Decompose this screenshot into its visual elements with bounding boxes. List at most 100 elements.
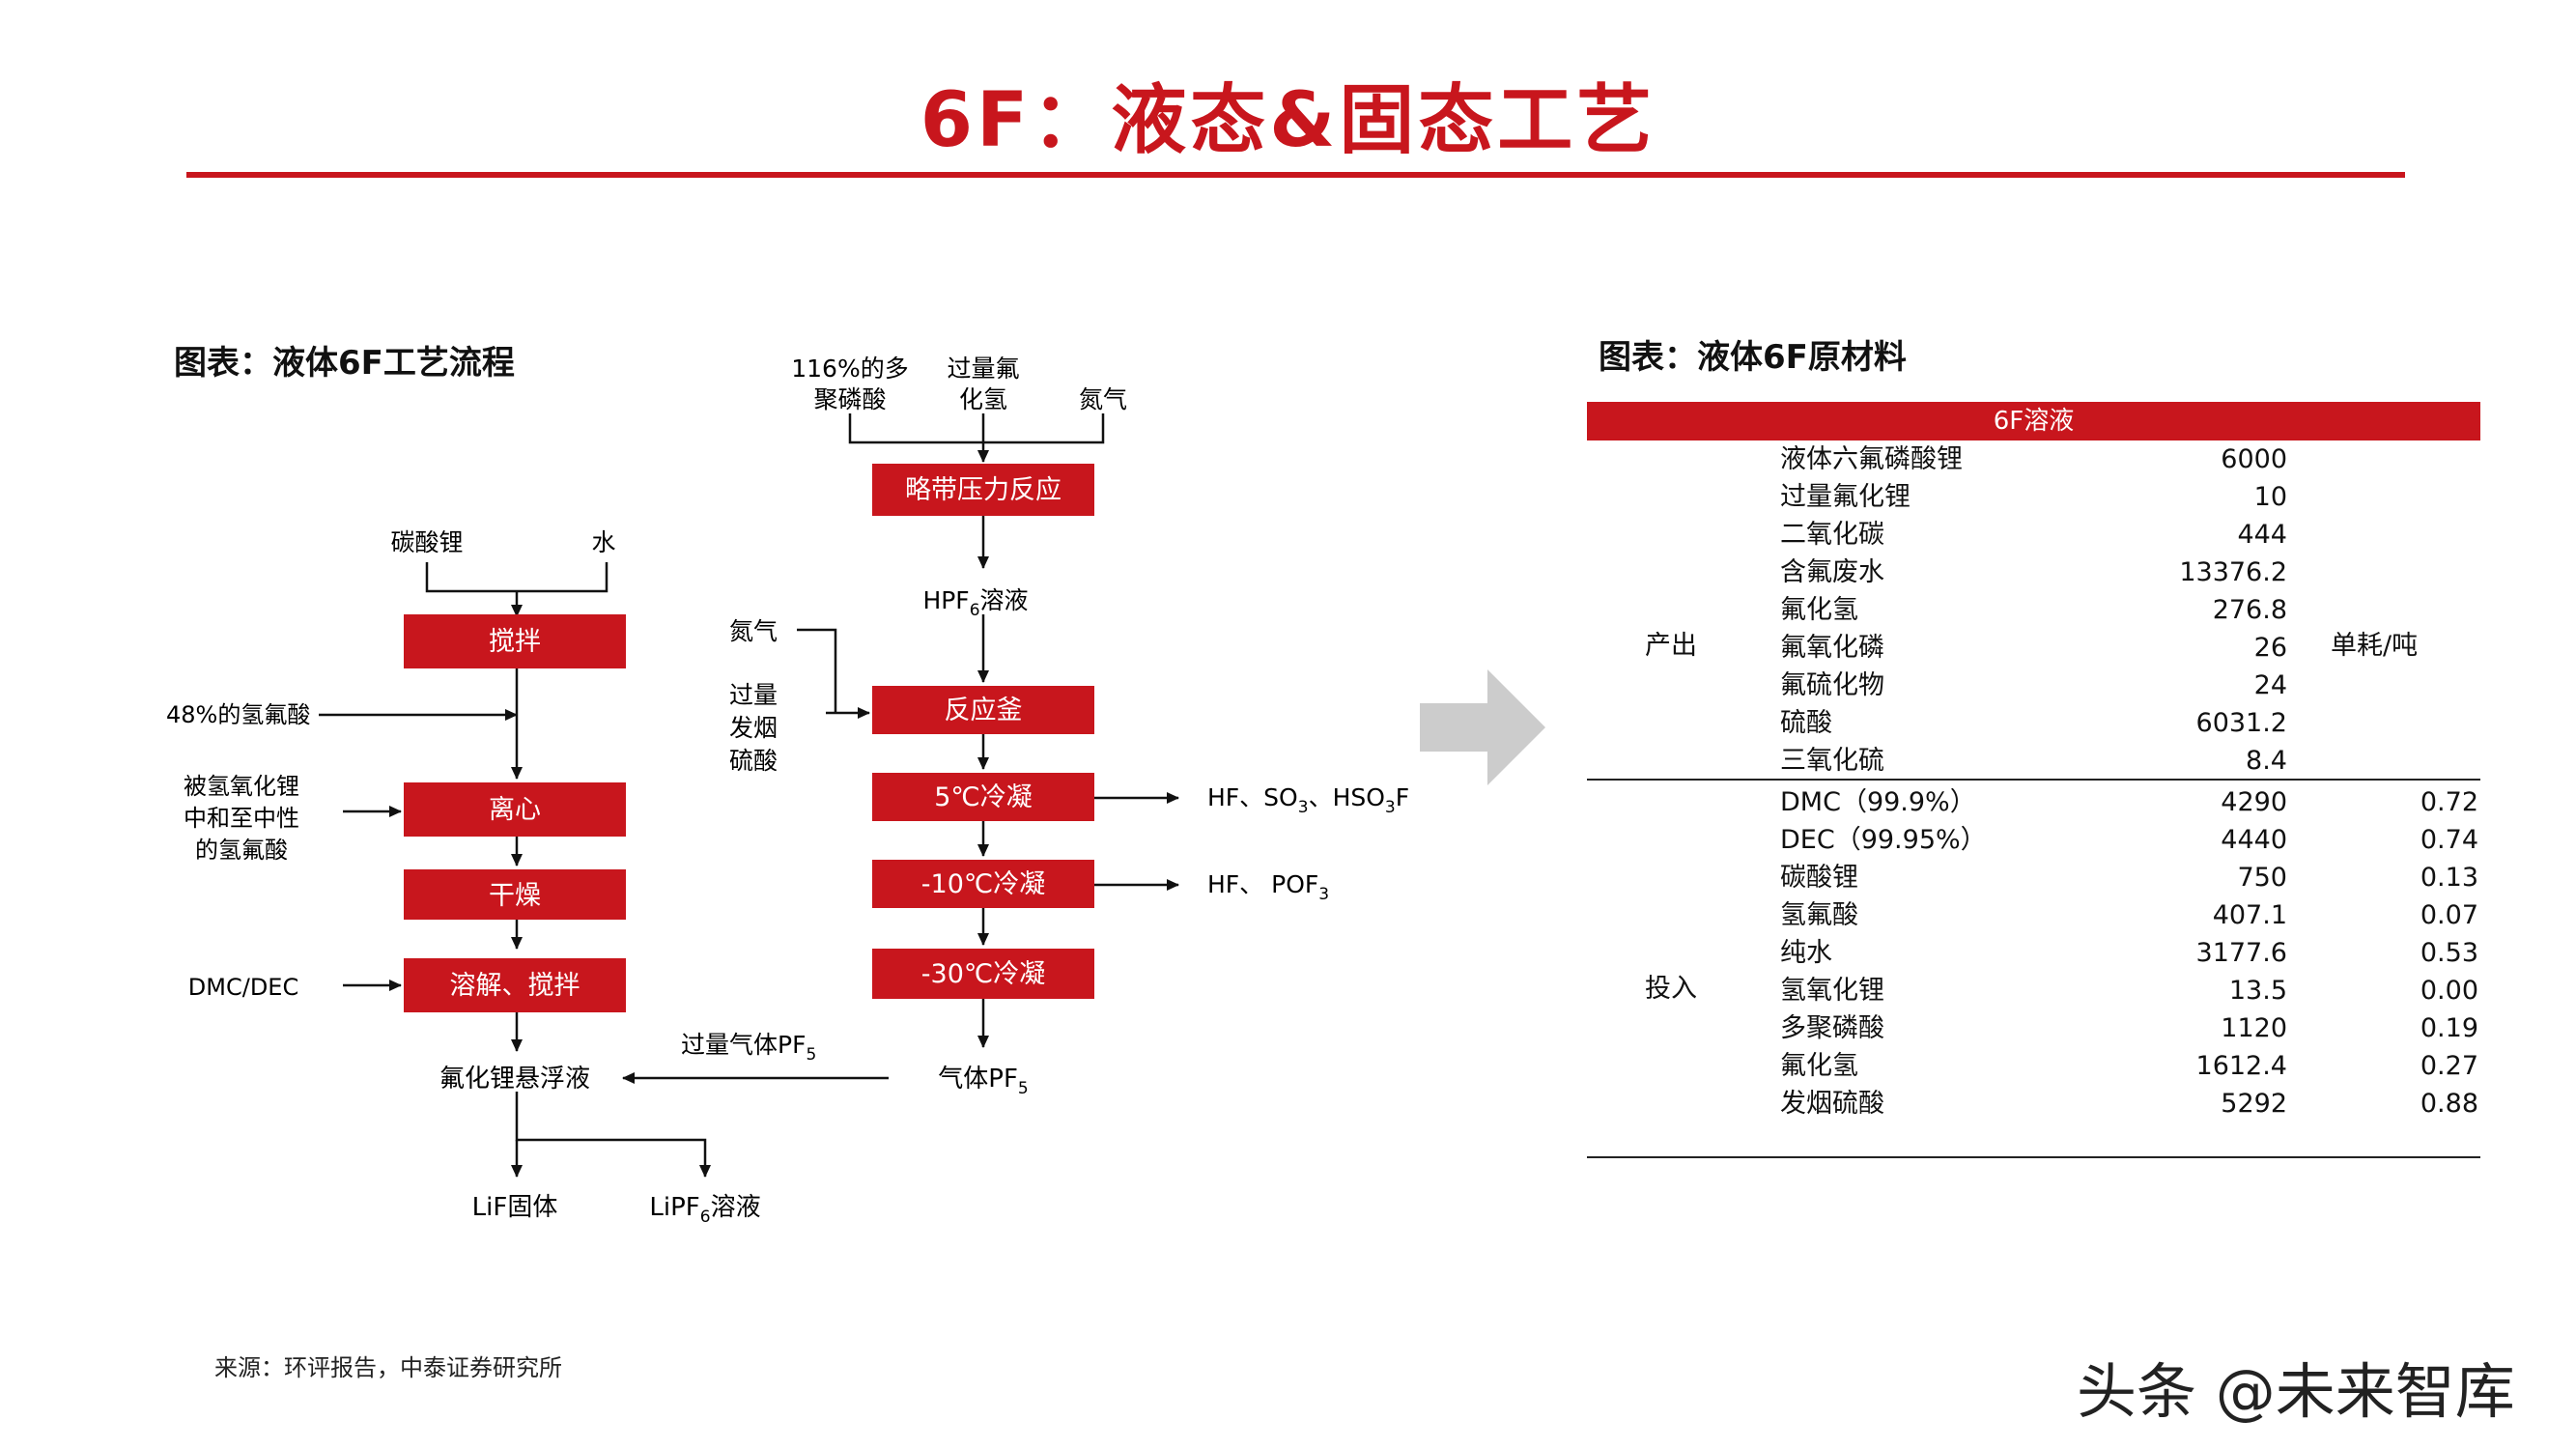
table-row: 硫酸 6031.2 [1587, 704, 2480, 742]
table-row: 二氧化碳 444 [1587, 516, 2480, 554]
label-excess-hf-1: 过量氟 [947, 355, 1019, 383]
process-flow-diagram: 搅拌 离心 干燥 溶解、搅拌 略带压力反应 反应釜 5℃冷凝 -10℃冷凝 -3… [166, 355, 1409, 1227]
material-name: 三氧化硫 [1780, 746, 1884, 776]
material-amount: 24 [2253, 670, 2287, 700]
label-dmc-dec: DMC/DEC [188, 974, 298, 1001]
table-header: 6F溶液 [1587, 402, 2480, 440]
material-amount: 276.8 [2212, 595, 2287, 625]
label-nitrogen-2: 氮气 [729, 617, 778, 645]
label-oleum-1: 过量 [729, 681, 778, 709]
material-name: 多聚磷酸 [1780, 1013, 1884, 1043]
material-name: 氟化氢 [1780, 1051, 1858, 1081]
material-amount: 6031.2 [2195, 708, 2287, 738]
label-oleum-2: 发烟 [729, 714, 778, 742]
material-amount: 3177.6 [2195, 938, 2287, 968]
svg-text:反应釜: 反应釜 [945, 696, 1023, 725]
material-amount: 8.4 [2246, 746, 2287, 776]
material-name: 过量氟化锂 [1780, 482, 1911, 512]
process-box-minus30c-condense: -30℃冷凝 [872, 949, 1094, 999]
material-amount: 444 [2237, 520, 2287, 550]
table-row: 氟化氢 1612.4 0.27 [1587, 1047, 2480, 1085]
unit-consumption: 0.13 [2420, 863, 2478, 893]
material-name: 氟氧化磷 [1780, 633, 1884, 663]
svg-text:搅拌: 搅拌 [489, 627, 541, 657]
material-name: 纯水 [1780, 938, 1832, 968]
table-row: 碳酸锂 750 0.13 [1587, 859, 2480, 896]
table-row: 发烟硫酸 5292 0.88 [1587, 1085, 2480, 1122]
process-box-minus10c-condense: -10℃冷凝 [872, 860, 1094, 908]
unit-consumption: 0.88 [2420, 1089, 2478, 1119]
table-divider [1587, 779, 2480, 781]
label-neutral-hf-3: 的氢氟酸 [195, 837, 288, 864]
material-amount: 6000 [2221, 444, 2287, 474]
watermark: 头条 @未来智库 [2077, 1356, 2515, 1427]
material-name: 发烟硫酸 [1780, 1089, 1884, 1119]
label-minus10c-output: HF、 POF3 [1207, 870, 1329, 904]
label-nitrogen: 氮气 [1079, 385, 1127, 413]
process-box-dissolve: 溶解、搅拌 [404, 958, 626, 1012]
svg-text:略带压力反应: 略带压力反应 [905, 475, 1062, 505]
svg-text:5℃冷凝: 5℃冷凝 [934, 782, 1033, 812]
unit-label: 单耗/吨 [2331, 631, 2419, 661]
material-amount: 750 [2237, 863, 2287, 893]
table-row: 三氧化硫 8.4 [1587, 742, 2480, 780]
material-name: 氟化氢 [1780, 595, 1858, 625]
label-excess-hf-2: 化氢 [959, 385, 1007, 413]
right-chart-title: 图表：液体6F原材料 [1599, 338, 1907, 377]
material-name: DMC（99.9%） [1780, 787, 1976, 817]
unit-consumption: 0.74 [2420, 825, 2478, 855]
process-box-dry: 干燥 [404, 869, 626, 920]
material-name: 液体六氟磷酸锂 [1780, 444, 1963, 474]
label-gas-pf5: 气体PF5 [938, 1065, 1028, 1098]
process-box-5c-condense: 5℃冷凝 [872, 773, 1094, 821]
label-oleum-3: 硫酸 [729, 747, 778, 775]
output-group-label: 产出 [1645, 631, 1697, 661]
material-amount: 1612.4 [2195, 1051, 2287, 1081]
label-polyphosphoric-2: 聚磷酸 [813, 385, 886, 413]
left-chart-title: 图表：液体6F工艺流程 [174, 344, 515, 383]
material-amount: 13376.2 [2179, 557, 2287, 587]
material-name: 氟硫化物 [1780, 670, 1884, 700]
input-group-label: 投入 [1645, 974, 1697, 1004]
unit-consumption: 0.00 [2420, 976, 2478, 1006]
label-lif-solid: LiF固体 [472, 1193, 558, 1222]
process-box-centrifuge: 离心 [404, 782, 626, 837]
material-name: 氢氟酸 [1780, 900, 1858, 930]
process-box-reactor: 反应釜 [872, 686, 1094, 734]
material-name: 二氧化碳 [1780, 520, 1884, 550]
svg-text:-30℃冷凝: -30℃冷凝 [921, 959, 1045, 989]
unit-consumption: 0.27 [2420, 1051, 2478, 1081]
material-name: 碳酸锂 [1780, 863, 1858, 893]
material-amount: 10 [2253, 482, 2287, 512]
svg-text:溶解、搅拌: 溶解、搅拌 [450, 971, 580, 1001]
material-amount: 5292 [2221, 1089, 2287, 1119]
label-lipf6-solution: LiPF6溶液 [649, 1193, 760, 1227]
table-row: 液体六氟磷酸锂 6000 [1587, 440, 2480, 478]
material-amount: 4290 [2221, 787, 2287, 817]
label-neutral-hf-2: 中和至中性 [184, 805, 299, 832]
svg-text:干燥: 干燥 [489, 881, 541, 911]
material-name: 含氟废水 [1780, 557, 1884, 587]
label-polyphosphoric-1: 116%的多 [791, 355, 908, 383]
svg-text:离心: 离心 [489, 795, 541, 825]
process-box-stir: 搅拌 [404, 614, 626, 668]
label-hpf6: HPF6溶液 [922, 586, 1028, 620]
label-lif-suspension: 氟化锂悬浮液 [439, 1065, 590, 1094]
material-name: DEC（99.95%） [1780, 825, 1987, 855]
material-name: 硫酸 [1780, 708, 1832, 738]
material-name: 氢氧化锂 [1780, 976, 1884, 1006]
material-amount: 407.1 [2212, 900, 2287, 930]
label-hf-48: 48%的氢氟酸 [166, 701, 310, 728]
label-lithium-carbonate: 碳酸锂 [390, 528, 463, 556]
raw-materials-table: 6F溶液 产出 单耗/吨 投入 液体六氟磷酸锂 6000 过量氟化锂 10 二氧化碳 44… [1587, 402, 2480, 1165]
label-excess-pf5: 过量气体PF5 [681, 1031, 816, 1065]
label-water: 水 [591, 528, 615, 556]
title-divider [186, 172, 2405, 178]
svg-text:-10℃冷凝: -10℃冷凝 [921, 869, 1045, 899]
